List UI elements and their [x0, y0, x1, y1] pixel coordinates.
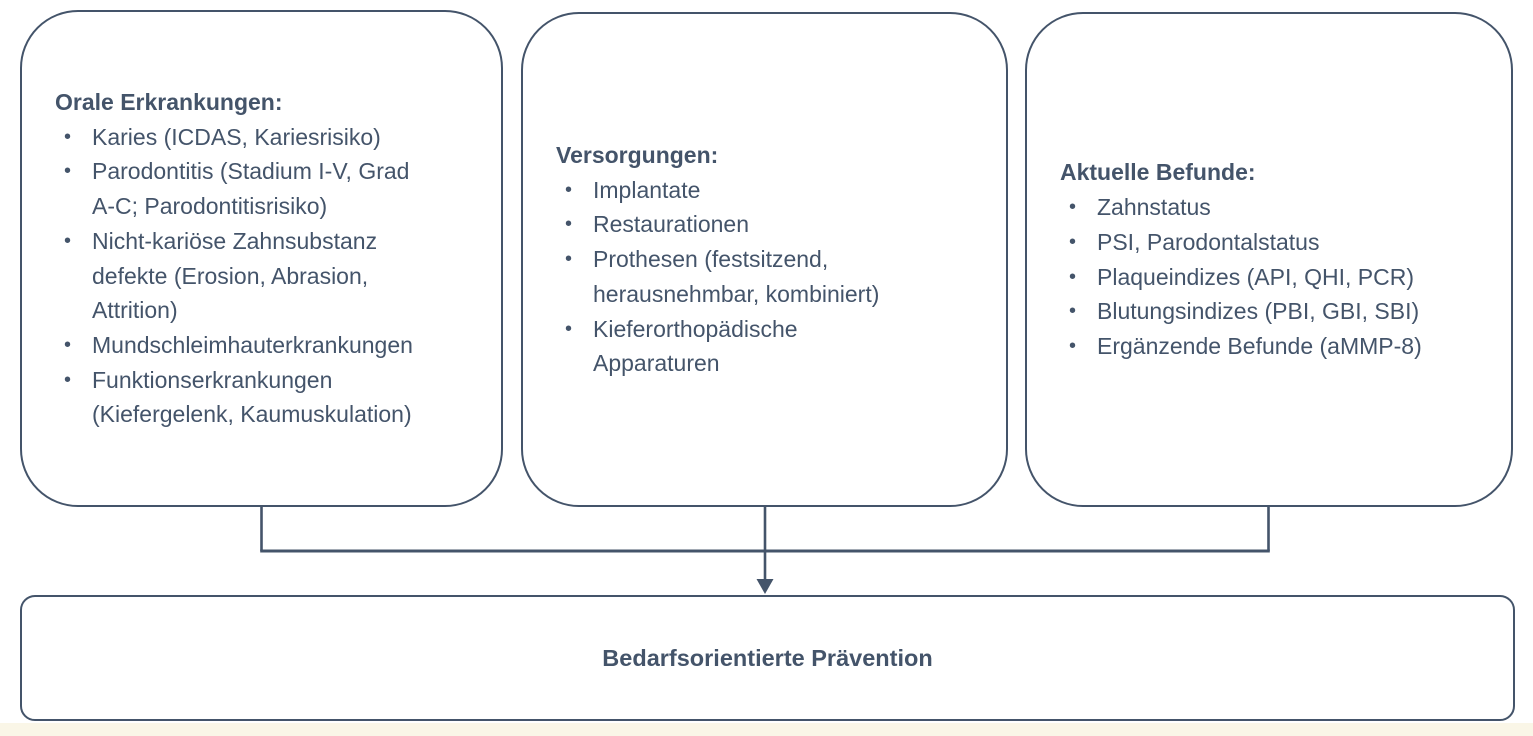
list-item: • Karies (ICDAS, Kariesrisiko) — [55, 120, 483, 155]
list-item-text: Blutungsindizes (PBI, GBI, SBI) — [1097, 298, 1420, 325]
bullet-icon: • — [1069, 230, 1077, 253]
list-item-text: Parodontitis (Stadium I-V, Grad A-C; Par… — [92, 158, 410, 220]
box-aktuelle-befunde: Aktuelle Befunde: • Zahnstatus • PSI, Pa… — [1025, 12, 1513, 507]
box-bedarfsorientierte-praevention: Bedarfsorientierte Prävention — [20, 595, 1515, 721]
box-versorgungen: Versorgungen: • Implantate • Restauratio… — [521, 12, 1008, 507]
list-item-text: Plaqueindizes (API, QHI, PCR) — [1097, 263, 1415, 290]
bullet-list: • Zahnstatus • PSI, Parodontalstatus • P… — [1060, 190, 1493, 364]
list-item: • Plaqueindizes (API, QHI, PCR) — [1060, 260, 1493, 295]
bullet-icon: • — [64, 333, 72, 356]
box-heading: Versorgungen: — [556, 142, 719, 169]
bullet-icon: • — [1069, 196, 1077, 219]
box-orale-erkrankungen: Orale Erkrankungen: • Karies (ICDAS, Kar… — [20, 10, 503, 507]
list-item-text: PSI, Parodontalstatus — [1097, 228, 1320, 255]
bullet-icon: • — [565, 248, 573, 271]
list-item: • Parodontitis (Stadium I-V, Grad A-C; P… — [55, 154, 483, 223]
bullet-icon: • — [565, 178, 573, 201]
bullet-icon: • — [1069, 265, 1077, 288]
list-item: • Zahnstatus — [1060, 190, 1493, 225]
bullet-icon: • — [64, 125, 72, 148]
bullet-icon: • — [565, 317, 573, 340]
list-item: • Prothesen (festsitzend, herausnehmbar,… — [556, 242, 988, 311]
list-item-text: Nicht-kariöse Zahnsubstanz defekte (Eros… — [92, 227, 378, 324]
list-item-text: Restaurationen — [593, 211, 749, 238]
result-box-label: Bedarfsorientierte Prävention — [602, 644, 933, 671]
bullet-icon: • — [1069, 300, 1077, 323]
bullet-list: • Implantate • Restaurationen • Prothese… — [556, 173, 988, 381]
arrow-down-icon — [756, 579, 774, 594]
box-heading: Orale Erkrankungen: — [55, 88, 283, 115]
list-item-text: Funktionserkrankungen (Kiefergelenk, Kau… — [92, 366, 412, 428]
list-item: • Restaurationen — [556, 207, 988, 242]
list-item: • PSI, Parodontalstatus — [1060, 225, 1493, 260]
list-item: • Implantate — [556, 173, 988, 208]
bullet-icon: • — [1069, 334, 1077, 357]
box-heading: Aktuelle Befunde: — [1060, 159, 1256, 186]
list-item: • Nicht-kariöse Zahnsubstanz defekte (Er… — [55, 224, 483, 328]
bullet-list: • Karies (ICDAS, Kariesrisiko) • Parodon… — [55, 120, 483, 432]
list-item-text: Kieferorthopädische Apparaturen — [593, 315, 798, 377]
list-item-text: Zahnstatus — [1097, 194, 1211, 221]
list-item: • Ergänzende Befunde (aMMP-8) — [1060, 329, 1493, 364]
bullet-icon: • — [565, 213, 573, 236]
list-item: • Kieferorthopädische Apparaturen — [556, 312, 988, 381]
bullet-icon: • — [64, 368, 72, 391]
list-item: • Mundschleimhauterkrankungen — [55, 328, 483, 363]
bullet-icon: • — [64, 229, 72, 252]
list-item-text: Prothesen (festsitzend, herausnehmbar, k… — [593, 246, 880, 307]
list-item: • Blutungsindizes (PBI, GBI, SBI) — [1060, 294, 1493, 329]
page-edge-strip — [0, 723, 1533, 736]
list-item-text: Implantate — [593, 176, 701, 203]
list-item-text: Ergänzende Befunde (aMMP-8) — [1097, 332, 1422, 359]
bullet-icon: • — [64, 160, 72, 183]
list-item-text: Mundschleimhauterkrankungen — [92, 331, 413, 358]
list-item-text: Karies (ICDAS, Kariesrisiko) — [92, 123, 381, 150]
list-item: • Funktionserkrankungen (Kiefergelenk, K… — [55, 363, 483, 432]
